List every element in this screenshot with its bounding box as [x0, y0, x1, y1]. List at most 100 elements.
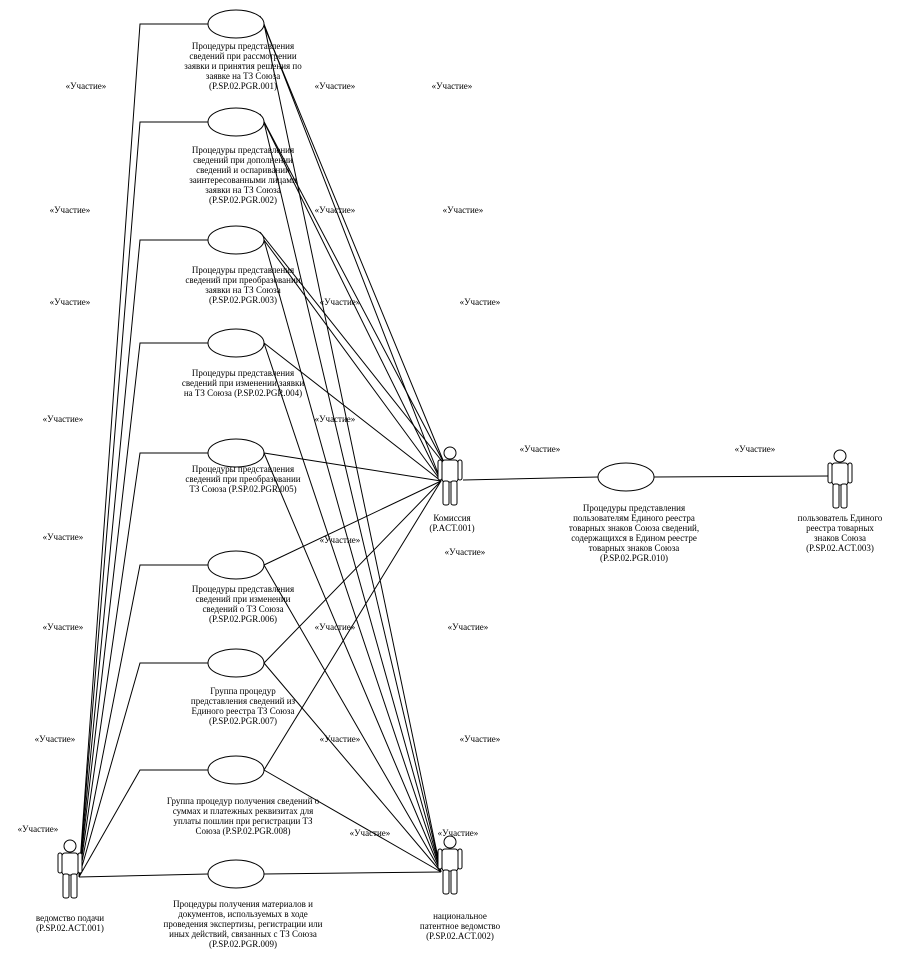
association-line: [263, 480, 442, 664]
association-line: [263, 480, 442, 771]
association-label: «Участие»: [66, 81, 107, 91]
use-case-ellipse: [207, 107, 265, 137]
actor-komissiya: Комиссия(P.ACT.001): [429, 446, 475, 533]
use-case-ellipse: [207, 225, 265, 255]
use-case-ellipse: [207, 859, 265, 889]
association-line: [259, 15, 446, 466]
association-label: «Участие»: [18, 824, 59, 834]
association-label: «Участие»: [315, 205, 356, 215]
association-labels: «Участие» «Участие» «Участие» «Участие» «Уча…: [18, 81, 776, 838]
association-line: [263, 769, 442, 873]
actor-name: ведомство подачи(P.SP.02.ACT.001): [36, 913, 104, 933]
association-label: «Участие»: [320, 734, 361, 744]
use-case-ellipse: [207, 9, 265, 39]
association-line: [78, 23, 208, 878]
association-line: [263, 480, 442, 566]
association-label: «Участие»: [50, 297, 91, 307]
association-label: «Участие»: [320, 297, 361, 307]
use-case-ellipse: [207, 550, 265, 580]
association-label: «Участие»: [315, 81, 356, 91]
association-line: [263, 452, 442, 482]
association-label: «Участие»: [460, 297, 501, 307]
association-line: [263, 452, 442, 873]
association-label: «Участие»: [43, 622, 84, 632]
use-case-ellipse: [207, 648, 265, 678]
association-line: [259, 113, 446, 466]
association-line: [78, 121, 208, 878]
association-label: «Участие»: [43, 532, 84, 542]
actor-name: Комиссия(P.ACT.001): [429, 513, 474, 533]
association-line: [263, 564, 442, 873]
association-line: [653, 475, 831, 478]
association-label: «Участие»: [443, 205, 484, 215]
association-label: «Участие»: [320, 535, 361, 545]
association-label: «Участие»: [43, 414, 84, 424]
actor-figure-icon: [437, 446, 463, 506]
use-case-ellipse: [207, 328, 265, 358]
association-line: [263, 662, 442, 873]
association-label: «Участие»: [460, 734, 501, 744]
association-lines: [78, 15, 831, 878]
association-line: [263, 121, 442, 873]
association-line: [78, 873, 209, 878]
association-label: «Участие»: [438, 828, 479, 838]
actor-podachi: ведомство подачи(P.SP.02.ACT.001): [36, 839, 104, 933]
association-line: [263, 23, 442, 873]
association-line: [263, 342, 442, 482]
association-line: [263, 342, 442, 873]
actor-figure-icon: [827, 449, 853, 509]
association-line: [78, 239, 208, 878]
association-label: «Участие»: [735, 444, 776, 454]
association-label: «Участие»: [315, 414, 356, 424]
association-label: «Участие»: [520, 444, 561, 454]
association-label: «Участие»: [50, 205, 91, 215]
association-label: «Участие»: [315, 622, 356, 632]
association-line: [263, 871, 442, 875]
actor-figure-icon: [437, 835, 463, 895]
association-label: «Участие»: [448, 622, 489, 632]
association-line: [78, 662, 208, 878]
actor-figure-icon: [57, 839, 83, 899]
association-line: [259, 231, 446, 466]
association-label: «Участие»: [35, 734, 76, 744]
association-line: [263, 239, 442, 482]
use-case-ellipse: [207, 755, 265, 785]
use-case-ellipse: [207, 438, 265, 468]
association-line: [78, 769, 208, 878]
association-line: [263, 239, 442, 873]
actors: ведомство подачи(P.SP.02.ACT.001) Комисси…: [36, 446, 883, 941]
association-line: [78, 564, 208, 878]
use-case-ellipse: [597, 462, 655, 492]
association-line: [263, 23, 442, 482]
association-line: [78, 452, 208, 878]
association-label: «Участие»: [445, 547, 486, 557]
association-line: [263, 121, 442, 482]
association-label: «Участие»: [432, 81, 473, 91]
